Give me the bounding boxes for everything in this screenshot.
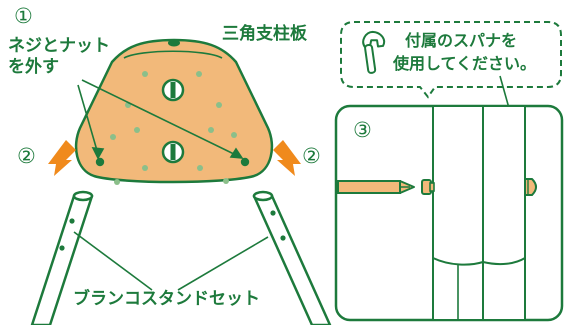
- wrench-callout: [340, 21, 562, 99]
- plate-screw-left: [95, 157, 105, 167]
- callout-bubble: [340, 21, 562, 99]
- pull-arrows: [48, 140, 301, 176]
- plate-inner-rim: [123, 50, 223, 59]
- stand-set-label: ブランコスタンドセット: [73, 289, 260, 309]
- stand-leader-lines: [73, 231, 269, 291]
- plate-shape: [74, 38, 274, 184]
- triangle-support-plate: [74, 38, 274, 185]
- plate-dots: [110, 71, 237, 185]
- plate-bolt-lower: [161, 140, 185, 164]
- pull-arrow-left: [48, 140, 76, 176]
- remove-screws-label-line2: を外す: [8, 57, 59, 77]
- detail-pole-curve: [482, 257, 526, 266]
- step-number-1: ①: [14, 4, 33, 28]
- left-pole-hole-2: [59, 245, 65, 251]
- triangle-plate-label: 三角支柱板: [222, 24, 307, 44]
- left-pole-top: [72, 190, 94, 202]
- remove-screw-pointers: [77, 79, 244, 160]
- detail-screw-head: [421, 179, 435, 195]
- detail-nut: [524, 178, 537, 196]
- left-pole-hole-1: [69, 218, 75, 224]
- right-pole: [252, 194, 332, 327]
- right-pole-top: [252, 190, 274, 202]
- plate-top-notch: [168, 39, 180, 47]
- remove-screws-label-line1: ネジとナット: [8, 36, 110, 56]
- right-pole-hole-1: [270, 210, 276, 216]
- plate-bolt-upper: [161, 78, 185, 102]
- detail-box: [334, 104, 564, 322]
- plate-screw-right: [240, 157, 250, 167]
- wrench-instruction-line1: 付属のスパナを: [405, 31, 518, 50]
- right-pole-hole-2: [280, 235, 286, 241]
- pull-arrow-right: [273, 140, 301, 176]
- step-number-2-right: ②: [302, 144, 321, 168]
- wrench-instruction-line2: 使用してください。: [393, 54, 537, 73]
- screwdriver-icon: [337, 180, 415, 194]
- step-number-2-left: ②: [17, 144, 36, 168]
- step-number-3: ③: [353, 118, 372, 142]
- stand-poles: [30, 190, 332, 327]
- detail-plate-right: [482, 105, 526, 321]
- wrench-icon: [362, 30, 386, 74]
